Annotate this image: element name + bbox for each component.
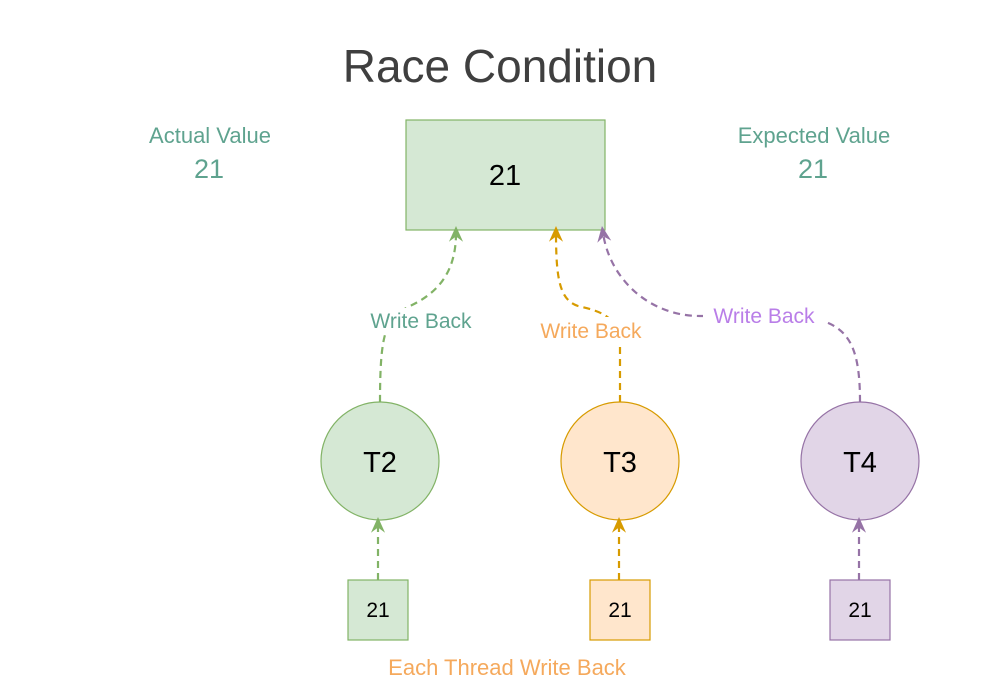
actual-value-label: Actual Value <box>149 123 271 148</box>
t3-local-rect <box>589 579 651 641</box>
t4-local-rect <box>829 579 891 641</box>
page-title: Race Condition <box>343 40 658 92</box>
expected-value-label: Expected Value <box>738 123 890 148</box>
t2-local-value-box: 21 <box>347 579 409 641</box>
thread-t2-name: T2 <box>363 447 397 479</box>
actual-value: 21 <box>194 154 224 184</box>
thread-t3-name: T3 <box>603 447 637 479</box>
shared-value: 21 <box>489 160 521 192</box>
t4-local-value: 21 <box>848 599 871 622</box>
t4-label-bg <box>703 303 825 329</box>
t4-local-value-box: 21 <box>829 579 891 641</box>
t2-write-back-arrow <box>378 225 464 403</box>
t3-label-bg <box>530 317 652 343</box>
t3-local-value: 21 <box>608 599 631 622</box>
thread-t2: T2 <box>320 401 440 521</box>
shared-value-box: 21 <box>405 119 606 231</box>
thread-t4-name: T4 <box>843 447 877 479</box>
t4-write-back-arrow <box>597 226 862 403</box>
t2-local-rect <box>347 579 409 641</box>
footer-caption: Each Thread Write Back <box>388 655 627 680</box>
shared-value-rect <box>405 119 606 231</box>
thread-t3: T3 <box>560 401 680 521</box>
t3-write-back-arrow <box>548 225 622 402</box>
t3-local-value-box: 21 <box>589 579 651 641</box>
t2-write-back-label: Write Back <box>370 310 472 333</box>
t3-write-back-label: Write Back <box>540 320 642 343</box>
expected-value: 21 <box>798 154 828 184</box>
t4-write-back-label: Write Back <box>713 305 815 328</box>
thread-t4: T4 <box>800 401 920 521</box>
t2-local-value: 21 <box>366 599 389 622</box>
t2-label-bg <box>360 308 482 334</box>
